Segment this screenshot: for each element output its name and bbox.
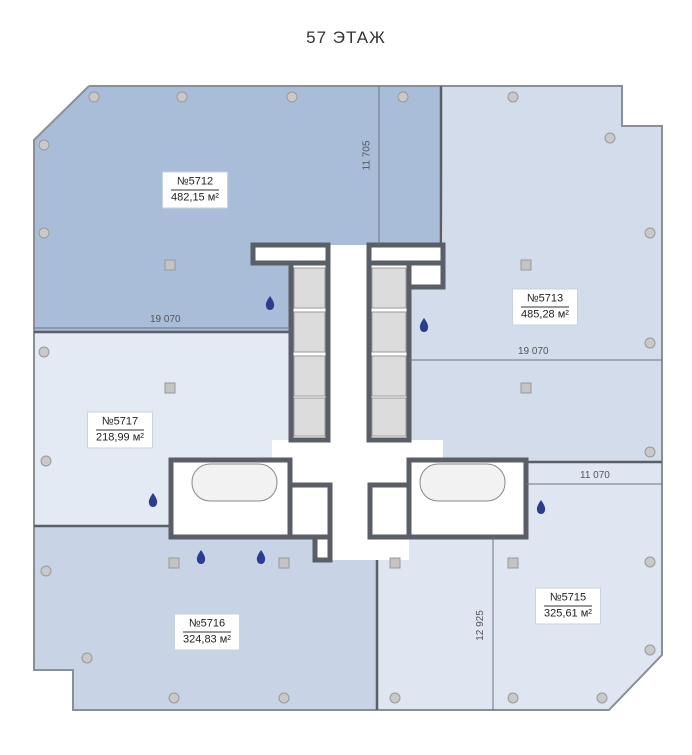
column-icon: [644, 556, 656, 568]
column-icon: [644, 227, 656, 239]
column-icon: [176, 91, 188, 103]
stair-flights: [191, 463, 506, 502]
elevator-shafts: [293, 267, 407, 437]
column-icon: [40, 455, 52, 467]
dimension-lines: [34, 86, 662, 710]
columns: [38, 91, 656, 704]
floor-title: 57 ЭТАЖ: [306, 28, 386, 47]
unit-5715-area[interactable]: [377, 462, 662, 710]
column-icon: [40, 565, 52, 577]
water-drop-icon: [256, 550, 266, 564]
dimension-label: 19 070: [518, 346, 549, 357]
water-drop-icon: [196, 550, 206, 564]
shaft-square-icon: [520, 259, 532, 271]
dimension-label: 12 925: [474, 610, 486, 641]
dimension-label: 19 070: [150, 314, 181, 325]
water-drop-icon: [536, 500, 546, 514]
water-drop-icon: [265, 296, 275, 310]
column-icon: [88, 91, 100, 103]
column-icon: [81, 652, 93, 664]
outer-facade: [33, 85, 663, 711]
column-icon: [38, 227, 50, 239]
column-icon: [604, 132, 616, 144]
shaft-square-icon: [507, 557, 519, 569]
column-icon: [644, 446, 656, 458]
partition-walls: [34, 86, 662, 710]
column-icon: [596, 692, 608, 704]
column-icon: [507, 91, 519, 103]
water-drop-icon: [419, 318, 429, 332]
column-icon: [644, 337, 656, 349]
column-icon: [507, 692, 519, 704]
unit-5717-area[interactable]: [34, 332, 291, 526]
column-icon: [389, 692, 401, 704]
shaft-square-icon: [278, 557, 290, 569]
dimension-label: 11 705: [361, 140, 373, 171]
column-icon: [168, 692, 180, 704]
column-icon: [397, 91, 409, 103]
shaft-square-icon: [164, 259, 176, 271]
column-icon: [38, 346, 50, 358]
dimension-label: 11 070: [580, 470, 610, 481]
column-icon: [38, 139, 50, 151]
unit-5713-area[interactable]: [409, 86, 662, 462]
column-icon: [278, 692, 290, 704]
core-walls: [168, 242, 529, 563]
shaft-square-icon: [164, 382, 176, 394]
water-drop-icon: [148, 493, 158, 507]
shaft-square-icon: [389, 557, 401, 569]
column-icon: [286, 91, 298, 103]
column-icon: [644, 644, 656, 656]
shaft-square-icon: [168, 557, 180, 569]
shaft-square-icon: [520, 382, 532, 394]
unit-5712-area[interactable]: [34, 86, 441, 332]
